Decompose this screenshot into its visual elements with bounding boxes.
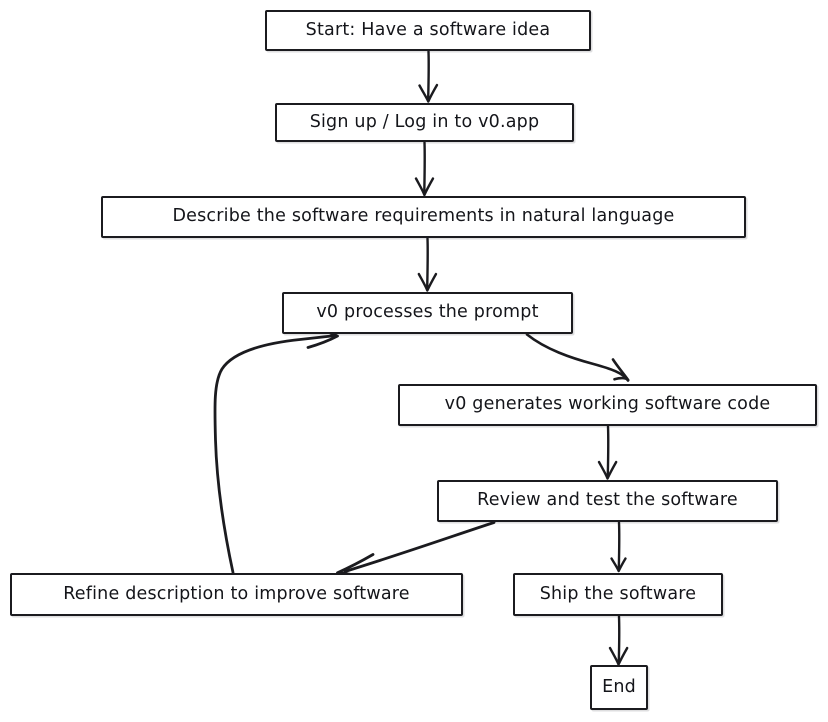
edge-review-to-ship	[610, 521, 627, 573]
edge-describe-to-process	[417, 237, 438, 292]
node-ship-the-software-label: Ship the software	[539, 583, 697, 604]
node-end-label: End	[602, 676, 636, 697]
node-review-and-test[interactable]: Review and test the software	[437, 480, 778, 522]
node-ship-the-software[interactable]: Ship the software	[513, 573, 723, 616]
node-start[interactable]: Start: Have a software idea	[265, 10, 591, 51]
node-sign-up-log-in[interactable]: Sign up / Log in to v0.app	[275, 103, 574, 142]
edge-signup-to-describe	[414, 141, 435, 197]
node-describe-requirements-label: Describe the software requirements in na…	[172, 206, 675, 227]
edge-ship-to-end	[608, 615, 629, 666]
node-v0-generates-code[interactable]: v0 generates working software code	[398, 384, 817, 426]
edge-start-to-signup	[418, 50, 439, 103]
node-sign-up-log-in-label: Sign up / Log in to v0.app	[309, 111, 540, 132]
edge-refine-to-process	[213, 322, 339, 574]
node-v0-generates-code-label: v0 generates working software code	[444, 394, 771, 415]
node-refine-description-label: Refine description to improve software	[63, 583, 410, 604]
node-v0-processes-prompt-label: v0 processes the prompt	[316, 302, 539, 323]
edge-generate-to-review	[597, 425, 618, 480]
node-refine-description[interactable]: Refine description to improve software	[10, 573, 463, 616]
node-v0-processes-prompt[interactable]: v0 processes the prompt	[282, 292, 573, 334]
node-end[interactable]: End	[590, 665, 648, 710]
edge-review-to-refine	[336, 521, 496, 580]
edge-process-to-generate	[525, 333, 630, 382]
node-review-and-test-label: Review and test the software	[477, 490, 738, 511]
node-start-label: Start: Have a software idea	[305, 19, 551, 40]
node-describe-requirements[interactable]: Describe the software requirements in na…	[101, 196, 746, 238]
